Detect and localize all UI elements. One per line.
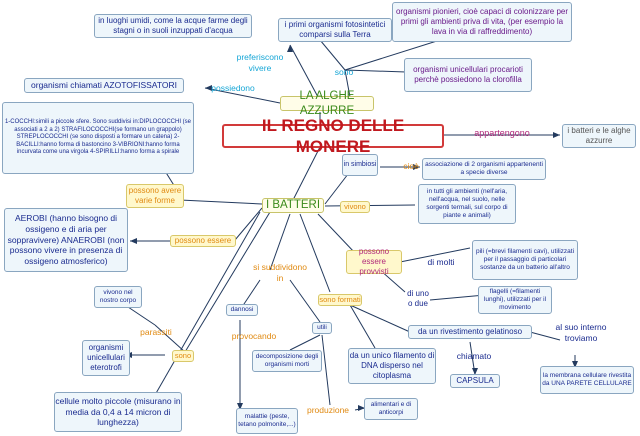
capsula-box: CAPSULA <box>450 374 500 388</box>
suddividono-label: si suddividono in <box>253 262 307 283</box>
flagelli-box: flagelli (=filamenti lunghi), utilizzati… <box>478 286 552 314</box>
utili-box: utili <box>312 322 332 334</box>
ambienti-box: in tutti gli ambienti (nell'aria, nell'a… <box>418 184 516 224</box>
simbiosi-box: in simbiosi <box>342 154 378 176</box>
di-uno-o-due-label: di uno o due <box>407 289 429 308</box>
azotofissatori-box: organismi chiamati AZOTOFISSATORI <box>24 78 184 93</box>
eterotrofi-box: organismi unicellulari eterotrofi <box>82 340 130 376</box>
cioe-label: cioè <box>403 160 419 171</box>
sono-alghe-label: sono <box>334 66 354 77</box>
fotosintetici-box: i primi organismi fotosintetici comparsi… <box>278 18 392 42</box>
forme-box: 1-COCCHI:simili a piccole sfere. Sono su… <box>2 102 194 174</box>
malattie-box: malattie (peste, tetano polmonite,...) <box>236 408 298 434</box>
rivestimento-box: da un rivestimento gelatinoso <box>408 325 532 339</box>
possono-avere-label: possono avere varie forme <box>126 184 184 208</box>
di-molti-label: di molti <box>427 256 455 267</box>
pili-box: pili (=brevi filamenti cavi), utilizzati… <box>472 240 578 280</box>
produzione-label: produzione <box>306 404 350 415</box>
parassiti-def-box: vivono nel nostro corpo <box>94 286 142 308</box>
provvisti-label: possono essere provvisti <box>346 247 402 276</box>
simbiosi-def-box: associazione di 2 organismi appartenenti… <box>422 158 546 180</box>
filamento-box: da un unico filamento di DNA disperso ne… <box>348 348 436 384</box>
cellule-box: cellule molto piccole (misurano in media… <box>54 392 182 432</box>
appartengono-label: appartengono <box>474 128 530 139</box>
pionieri-box: organismi pionieri, cioè capaci di colon… <box>392 2 572 42</box>
sono-label: sono <box>172 350 194 362</box>
procarioti-box: organismi unicellulari procarioti perchè… <box>404 58 532 92</box>
vivono-label: vivono <box>340 201 370 213</box>
interno-label: al suo interno troviamo <box>555 322 607 343</box>
possono-essere-label: possono essere <box>170 235 236 247</box>
aerobi-box: AEROBI (hanno bisogno di ossigeno e di a… <box>4 208 128 272</box>
alimentari-box: alimentari e di anticorpi <box>364 398 418 420</box>
batteri-node: I BATTERI <box>262 198 324 213</box>
membrana-box: la membrana cellulare rivestita da UNA P… <box>540 366 634 394</box>
preferiscono-label: preferiscono vivere <box>236 52 284 73</box>
main-title: IL REGNO DELLE MONERE <box>222 116 444 156</box>
decomposizione-box: decomposizione degli organismi morti <box>252 350 322 372</box>
luoghi-umidi-box: in luoghi umidi, come la acque farme deg… <box>94 14 252 38</box>
chiamato-label: chiamato <box>456 350 492 361</box>
dannosi-box: dannosi <box>226 304 258 316</box>
parassiti-label: parassiti <box>140 326 172 337</box>
appartengono-target: i batteri e le alghe azzurre <box>562 124 636 148</box>
alghe-azzurre-node: LA ALGHE AZZURRE <box>280 90 374 117</box>
sono-formati-label: sono formati <box>318 294 362 306</box>
possiedono-label: possiedono <box>211 82 255 93</box>
provocando-label: provocando <box>231 330 277 341</box>
